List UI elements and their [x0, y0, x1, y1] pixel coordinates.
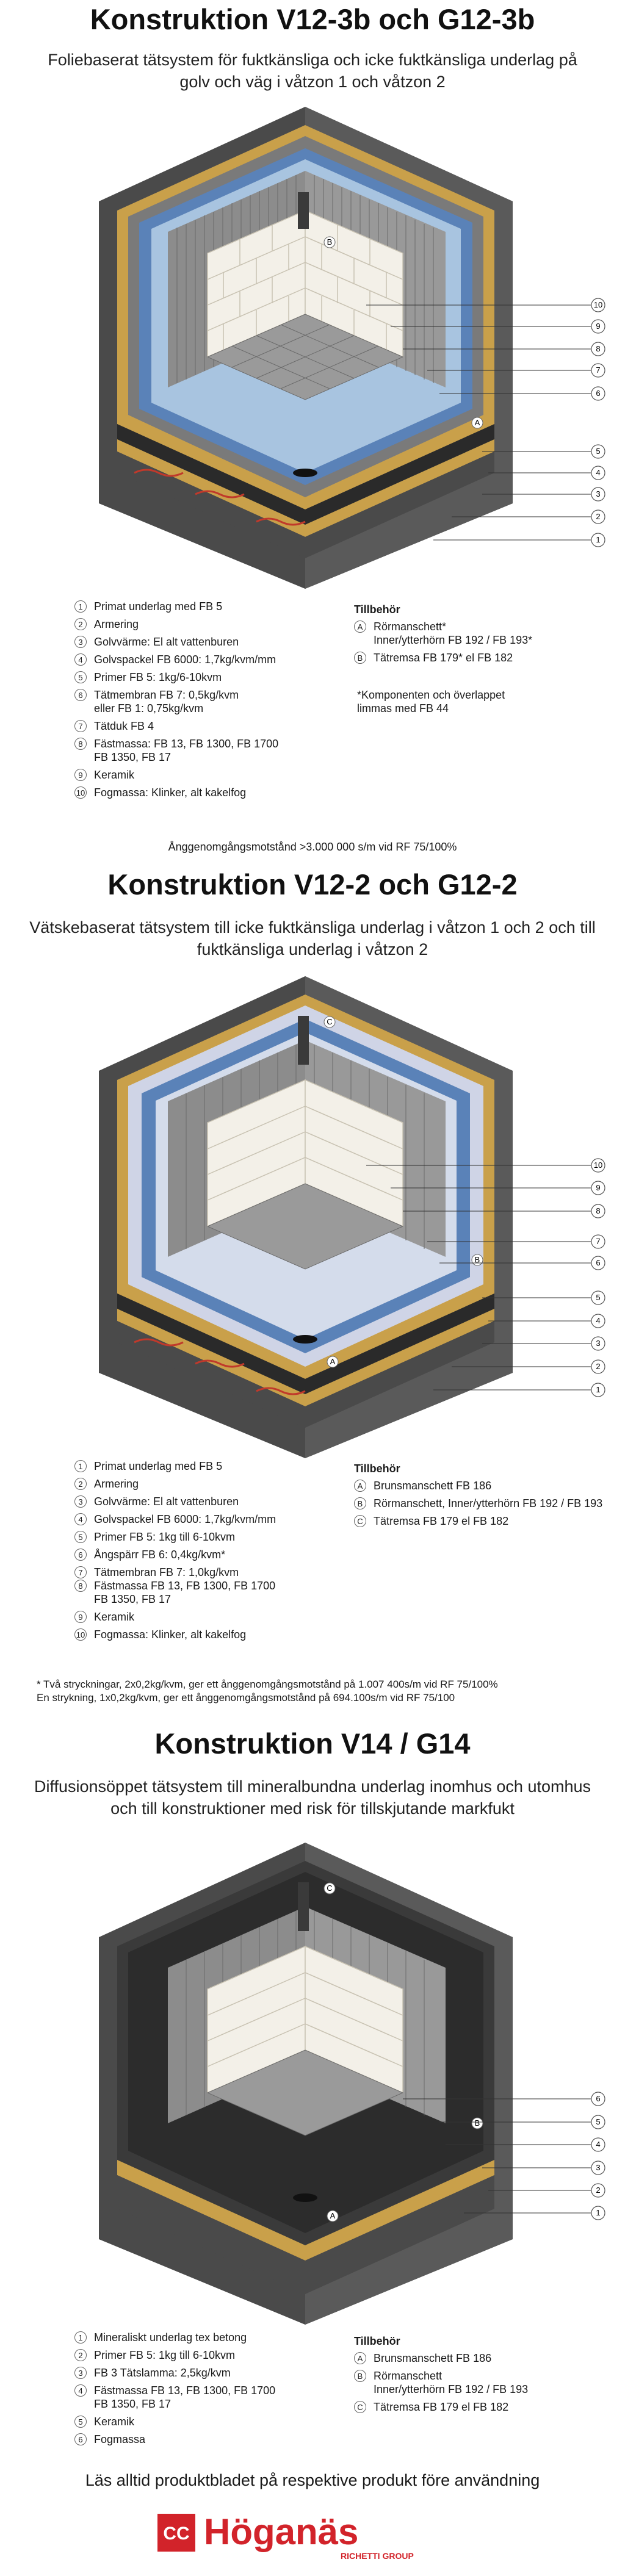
- callout-3: 3: [596, 489, 600, 498]
- callout-B: B: [475, 1255, 480, 1264]
- section2-title: Konstruktion V12-2 och G12-2: [107, 868, 518, 901]
- pipe-icon: [298, 1016, 309, 1065]
- callout-7: 7: [596, 365, 600, 375]
- callout-A: A: [330, 1357, 336, 1366]
- callout-10: 10: [594, 300, 602, 309]
- drain-icon: [293, 1335, 317, 1344]
- svg-text:RICHETTI GROUP: RICHETTI GROUP: [341, 2551, 414, 2561]
- section2-subtitle: Vätskebaserat tätsystem till icke fuktkä…: [29, 918, 596, 959]
- callout-4: 4: [596, 468, 600, 477]
- svg-text:7: 7: [596, 1237, 600, 1246]
- section1-subtitle: Foliebaserat tätsystem för fuktkänsliga …: [48, 51, 577, 91]
- section2-diagram: C B A 10 9 8 7 6 5 4 3 2 1: [99, 976, 605, 1458]
- section2-footnote: * Två stryckningar, 2x0,2kg/kvm, ger ett…: [37, 1678, 498, 1704]
- svg-text:CC: CC: [163, 2524, 189, 2544]
- svg-text:8: 8: [596, 1206, 600, 1215]
- vapor-note: Ånggenomgångsmotstånd >3.000 000 s/m vid…: [168, 841, 457, 853]
- callout-9: 9: [596, 322, 600, 331]
- section3-diagram: C B A 6 5 4 3 2 1: [99, 1843, 605, 2325]
- svg-text:2: 2: [596, 2186, 600, 2195]
- callout-B: B: [475, 2118, 480, 2128]
- callout-1: 1: [596, 535, 600, 544]
- footer-note: Läs alltid produktbladet på respektive p…: [85, 2471, 540, 2489]
- callout-A: A: [475, 418, 480, 427]
- svg-text:Höganäs: Höganäs: [204, 2511, 358, 2552]
- section3-subtitle: Diffusionsöppet tätsystem till mineralbu…: [34, 1777, 591, 1818]
- drain-icon: [293, 2193, 317, 2202]
- drain-icon: [293, 469, 317, 477]
- svg-text:3: 3: [596, 2163, 600, 2172]
- svg-text:5: 5: [596, 1293, 600, 1302]
- svg-text:6: 6: [596, 1258, 600, 1267]
- svg-text:1: 1: [596, 2208, 600, 2217]
- accessories-note: *Komponenten och överlappet limmas med F…: [357, 689, 505, 714]
- svg-text:5: 5: [596, 2117, 600, 2126]
- section3-title: Konstruktion V14 / G14: [154, 1727, 471, 1760]
- section1-title: Konstruktion V12-3b och G12-3b: [90, 3, 535, 35]
- callout-C: C: [327, 1883, 332, 1893]
- callout-lines: [366, 304, 591, 541]
- svg-text:4: 4: [596, 1316, 600, 1325]
- callout-2: 2: [596, 512, 600, 521]
- callout-6: 6: [596, 389, 600, 398]
- svg-text:1: 1: [596, 1385, 600, 1394]
- accessories-title: Tillbehör: [354, 603, 400, 616]
- pipe-icon: [298, 1882, 309, 1931]
- svg-text:6: 6: [596, 2094, 600, 2103]
- pipe-icon: [298, 192, 309, 229]
- svg-text:10: 10: [594, 1160, 602, 1170]
- hoganas-logo: CC Höganäs RICHETTI GROUP: [157, 2511, 414, 2561]
- callout-A: A: [330, 2211, 336, 2220]
- section1-diagram: B A 10 9 8 7 6 5 4 3 2 1: [99, 107, 605, 589]
- svg-text:4: 4: [596, 2140, 600, 2149]
- callout-8: 8: [596, 344, 600, 353]
- svg-text:3: 3: [596, 1339, 600, 1348]
- callout-C: C: [327, 1017, 332, 1026]
- svg-text:9: 9: [596, 1183, 600, 1192]
- svg-text:2: 2: [596, 1362, 600, 1371]
- callout-5: 5: [596, 447, 600, 456]
- callout-B: B: [327, 237, 333, 246]
